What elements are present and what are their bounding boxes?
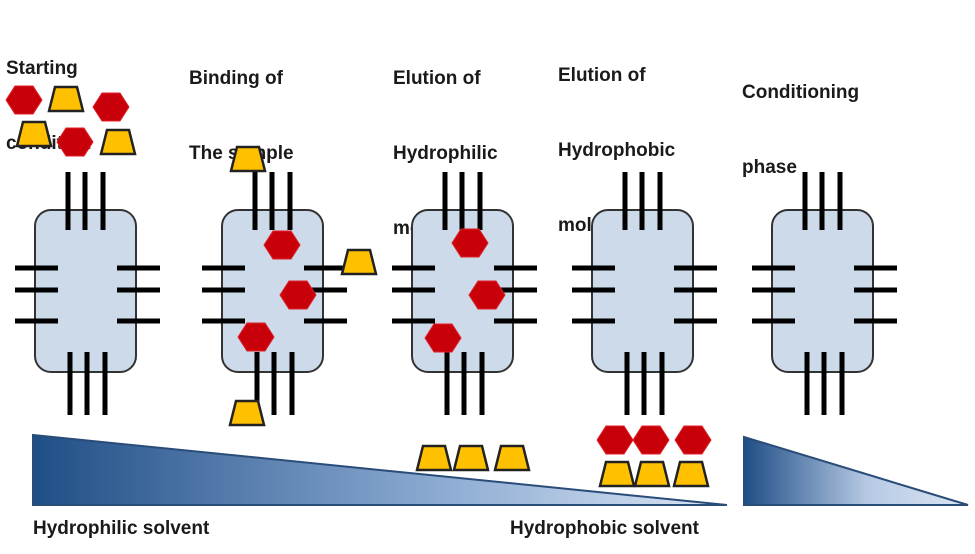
step-label-line: Binding of (189, 68, 283, 89)
resin-bead-starting (15, 172, 160, 415)
hydrophilic-molecule-trapezoid (229, 145, 267, 173)
hydrophobic-molecule-hexagon (451, 228, 489, 258)
step-label-line: phase (742, 157, 797, 178)
hydrophilic-molecule-trapezoid (47, 85, 85, 113)
hydrophilic-molecule-trapezoid (598, 460, 636, 488)
hydrophilic-molecule-trapezoid (672, 460, 710, 488)
hydrophilic-molecule-trapezoid (493, 444, 531, 472)
step-label-line: Conditioning (742, 82, 860, 103)
resin-bead-conditioning (752, 172, 897, 415)
resin-bead-binding (202, 172, 347, 415)
hydrophobic-molecule-hexagon (92, 92, 130, 122)
hydrophilic-molecule-trapezoid (340, 248, 378, 276)
hydrophobic-molecule-hexagon (5, 85, 43, 115)
hydrophilic-molecule-trapezoid (415, 444, 453, 472)
hydrophobic-molecule-hexagon (279, 280, 317, 310)
hydrophilic-molecule-trapezoid (15, 120, 53, 148)
hydrophobic-molecule-hexagon (468, 280, 506, 310)
hydrophilic-molecule-trapezoid (228, 399, 266, 427)
hydrophobic-solvent-label: Hydrophobic solvent (510, 518, 699, 539)
step-label-line: Elution of (558, 65, 646, 86)
hydrophilic-solvent-label: Hydrophilic solvent (33, 518, 210, 539)
step-label-line: Elution of (393, 68, 481, 89)
resin-bead-elution-hydrophilic (392, 172, 537, 415)
step-label-line: Starting (6, 58, 78, 79)
hydrophobic-molecule-hexagon (632, 425, 670, 455)
hydrophobic-molecule-hexagon (424, 323, 462, 353)
step-label-line: Hydrophilic (393, 143, 498, 164)
step-label-conditioning: Conditioning phase (742, 30, 859, 205)
hydrophobic-molecule-hexagon (56, 127, 94, 157)
step-label-line: Hydrophobic (558, 140, 676, 161)
conditioning-gradient-wedge (743, 435, 969, 506)
hydrophobic-molecule-hexagon (237, 322, 275, 352)
hydrophilic-molecule-trapezoid (99, 128, 137, 156)
hydrophilic-molecule-trapezoid (452, 444, 490, 472)
hydrophilic-molecule-trapezoid (633, 460, 671, 488)
hydrophobic-molecule-hexagon (596, 425, 634, 455)
solvent-gradient-wedge (32, 433, 728, 506)
hydrophobic-molecule-hexagon (263, 230, 301, 260)
hydrophobic-molecule-hexagon (674, 425, 712, 455)
resin-bead-elution-hydrophobic (572, 172, 717, 415)
